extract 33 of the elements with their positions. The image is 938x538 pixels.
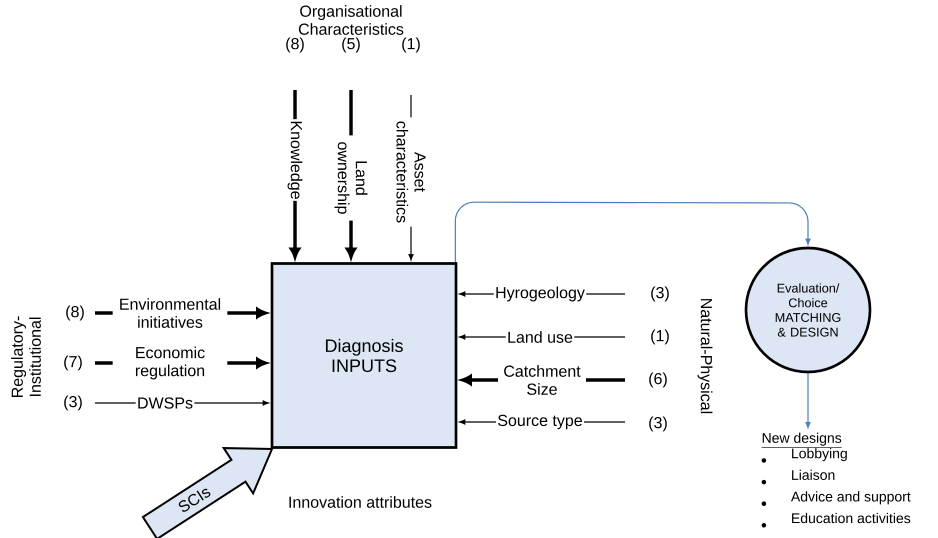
edge-label: Hyrogeology (494, 285, 586, 303)
edge-label: Land use (506, 330, 574, 344)
count-label: (3) (64, 396, 82, 410)
edge-label: Economic regulation (112, 345, 228, 381)
count-label: (7) (64, 356, 82, 370)
count-label: (8) (66, 306, 84, 320)
edge-label: Source type (496, 413, 584, 431)
arrow (454, 202, 811, 262)
node-label: Lobbying (792, 448, 847, 462)
category-heading: Organisational Characteristics (298, 5, 404, 35)
count-label: (5) (342, 38, 360, 52)
count-label: (6) (649, 372, 667, 388)
node-label: Liaison (792, 470, 834, 480)
edge-label: DWSPs (136, 396, 194, 410)
node-label: Advice and support (790, 491, 911, 504)
caption-text: Innovation attributes (289, 496, 432, 508)
edge-label: Land ownership (333, 135, 369, 221)
edge-label: Catchment Size (498, 364, 586, 396)
category-heading: Natural-Physical (698, 299, 712, 414)
count-label: (3) (649, 416, 667, 432)
category-heading: Regulatory-Institutional (11, 316, 41, 398)
count-label: (1) (651, 330, 669, 344)
bullet-list: New designs Lobbying Liaison Advice and support Education activities (761, 432, 911, 528)
count-label: (3) (651, 286, 669, 302)
arrow (805, 373, 811, 428)
count-label: (8) (286, 38, 304, 52)
edge-label: Knowledge (286, 119, 304, 201)
node-label: Education activities (792, 512, 910, 524)
edge-label: Environmental initiatives (112, 296, 228, 330)
process-box: Diagnosis INPUTS (270, 262, 458, 449)
node-label: New designs (762, 432, 842, 446)
edge-label: Asset characteristics (395, 117, 427, 227)
count-label: (1) (402, 38, 420, 52)
